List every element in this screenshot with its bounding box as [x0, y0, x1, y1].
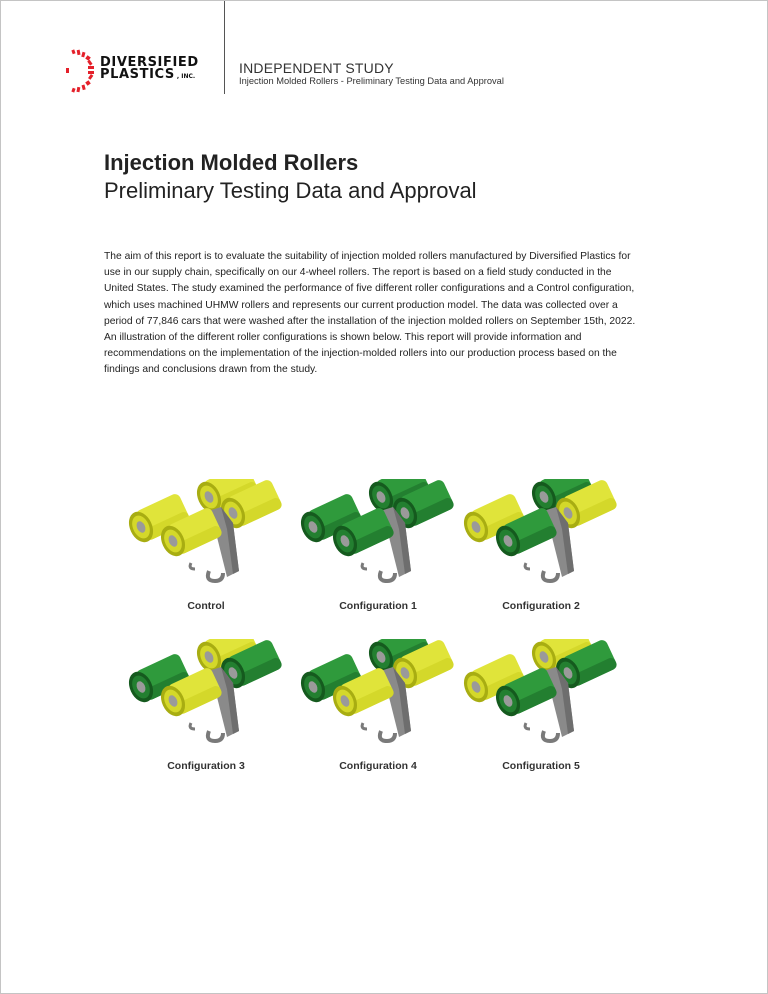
roller-assembly-illustration	[128, 479, 282, 584]
header-section-subtitle: Injection Molded Rollers - Preliminary T…	[239, 76, 504, 86]
figure-caption: Configuration 4	[339, 760, 417, 772]
logo-suffix: , INC.	[176, 73, 196, 80]
roller-assembly-illustration	[463, 479, 617, 584]
figure-caption: Configuration 3	[167, 760, 245, 772]
page-title: Injection Molded Rollers	[104, 150, 359, 175]
logo-line-2: PLASTICS	[100, 67, 175, 82]
page-subtitle: Preliminary Testing Data and Approval	[104, 178, 477, 203]
figure-configuration-1: Configuration 1	[293, 479, 463, 629]
header-divider	[224, 1, 225, 94]
header-section-title: INDEPENDENT STUDY	[239, 60, 394, 76]
figure-configuration-2: Configuration 2	[456, 479, 626, 629]
logo-wordmark: DIVERSIFIED PLASTICS, INC.	[100, 55, 199, 83]
logo-line-1: DIVERSIFIED	[100, 55, 199, 70]
figure-configuration-3: Configuration 3	[121, 639, 291, 789]
figure-caption: Configuration 2	[502, 600, 580, 612]
gear-icon	[66, 49, 94, 93]
company-logo: DIVERSIFIED PLASTICS, INC.	[64, 48, 214, 98]
intro-paragraph: The aim of this report is to evaluate th…	[104, 251, 636, 376]
figure-control: Control	[121, 479, 291, 629]
roller-assembly-illustration	[463, 639, 617, 744]
figure-configuration-5: Configuration 5	[456, 639, 626, 789]
figure-caption: Configuration 1	[339, 600, 417, 612]
roller-assembly-illustration	[300, 639, 454, 744]
figure-configuration-4: Configuration 4	[293, 639, 463, 789]
figure-caption: Configuration 5	[502, 760, 580, 772]
roller-assembly-illustration	[128, 639, 282, 744]
figure-caption: Control	[187, 600, 225, 612]
roller-assembly-illustration	[300, 479, 454, 584]
